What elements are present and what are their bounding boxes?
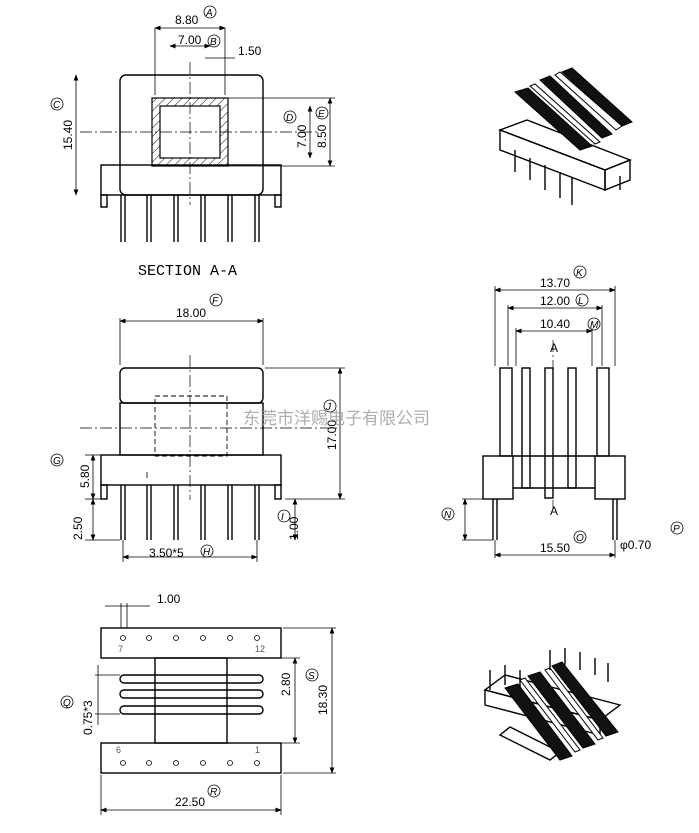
dim-label: K: [576, 268, 584, 279]
dim-text: 3.50*5: [149, 546, 184, 560]
pin-number: 1: [255, 745, 260, 755]
dim-text: 1.50: [238, 44, 262, 58]
dim-label: B: [210, 37, 217, 48]
dim-text: 2.80: [279, 672, 293, 696]
dim-label: S: [308, 671, 315, 682]
pin-number: 7: [118, 644, 123, 654]
dim-label: F: [212, 296, 219, 307]
dim-label: N: [444, 510, 452, 521]
dim-label: D: [286, 113, 293, 124]
dim-label: G: [53, 456, 61, 467]
dim-label: Q: [63, 698, 71, 709]
dim-text: 18.00: [176, 306, 206, 320]
dim-text: 12.00: [540, 294, 570, 308]
dim-text: 22.50: [175, 795, 205, 809]
dim-text: 0.75*3: [81, 700, 95, 735]
section-title: SECTION A-A: [138, 263, 237, 280]
dim-label: I: [281, 512, 284, 523]
dim-label: O: [576, 533, 584, 544]
dim-label: E: [318, 109, 325, 120]
dim-text: 5.80: [78, 464, 92, 488]
dim-label: A: [205, 8, 213, 19]
dim-text: 17.00: [325, 420, 339, 450]
watermark: 东莞市洋赐电子有限公司: [243, 409, 430, 429]
section-mark-bottom: A: [550, 504, 558, 518]
dim-label: H: [203, 547, 211, 558]
dim-text: 18.30: [316, 685, 330, 715]
dim-text: 7.00: [295, 124, 309, 148]
dim-text: 10.40: [540, 317, 570, 331]
dim-label: C: [53, 100, 61, 111]
dim-text: 13.70: [540, 276, 570, 290]
section-view: 8.80 A 7.00 B 1.50 15.40 C 7.00 D 8.50 E…: [50, 5, 335, 280]
pin-number: 6: [116, 745, 121, 755]
pin-holes: [120, 635, 260, 766]
dim-text: 15.40: [61, 120, 75, 150]
dim-text: φ0.70: [620, 538, 651, 552]
dim-text: 15.50: [540, 541, 570, 555]
isometric-view-bottom: [483, 648, 622, 761]
dim-label: P: [673, 524, 680, 535]
side-view: A A 13.70 K 12.00 L 10.40 M N 15.50 O φ0…: [441, 265, 684, 558]
dim-label: J: [325, 402, 332, 413]
section-pins: [100, 194, 282, 242]
dim-text: 8.80: [175, 13, 199, 27]
dim-label: R: [210, 787, 217, 798]
bottom-view: 7 12 6 1 1.00 0.75*3 Q 2.80 18.30 S 22.5…: [60, 592, 336, 815]
front-pins: [120, 472, 260, 540]
dim-text: 1.00: [157, 592, 181, 606]
dim-text: 8.50: [315, 124, 329, 148]
dim-text: 2.50: [71, 516, 85, 540]
pin-number: 12: [255, 644, 265, 654]
dim-label: M: [590, 320, 599, 331]
dim-label: L: [578, 296, 584, 307]
dim-text: 7.00: [178, 33, 202, 47]
front-view: 18.00 F 17.00 J 5.80 G 2.50 3.50*5 H 1.0…: [50, 293, 345, 562]
dim-text: 1.00: [287, 516, 301, 540]
section-mark-top: A: [550, 341, 558, 355]
isometric-view-top: [498, 67, 633, 205]
